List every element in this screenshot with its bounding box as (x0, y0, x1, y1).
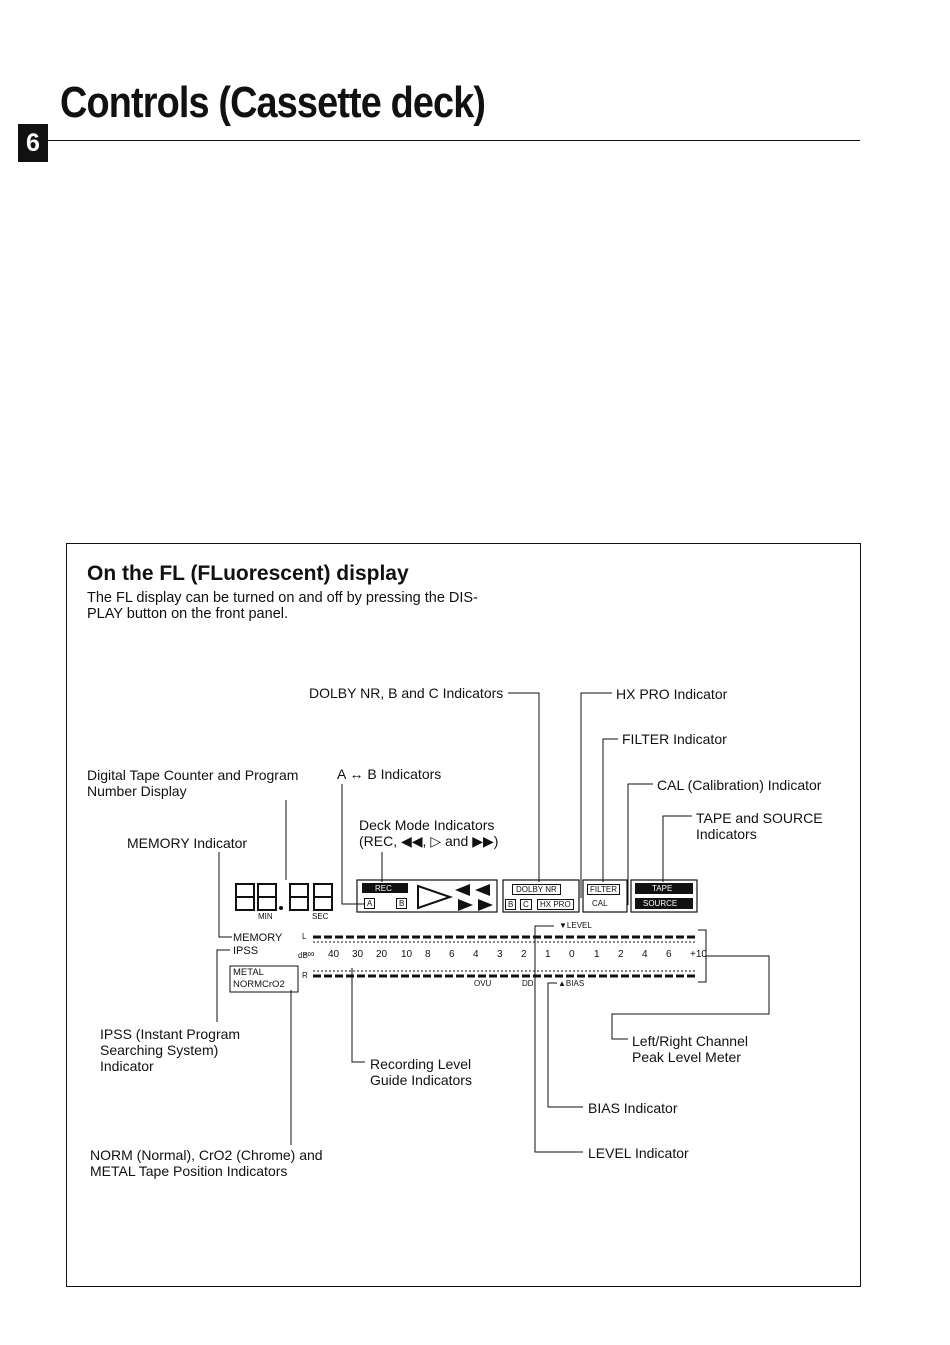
display-db-label: dB (298, 951, 308, 960)
display-dolby-symbol: DD (522, 979, 534, 988)
meter-scale-label: 4 (642, 949, 648, 960)
display-metal-norm: METAL NORMCrO2 (233, 967, 285, 990)
section-heading: On the FL (FLuorescent) display (87, 562, 409, 585)
meter-scale-label: 10 (401, 949, 413, 960)
meter-scale-label: 20 (376, 949, 388, 960)
counter-callout: Digital Tape Counter and Program Number … (87, 767, 299, 799)
meter-scale-label: 2 (618, 949, 624, 960)
deck-mode-callout: Deck Mode Indicators (REC, ◀◀, ▷ and ▶▶) (359, 817, 499, 849)
display-dolby-nr: DOLBY NR (512, 884, 561, 895)
title-rule (48, 140, 860, 141)
meter-scale-label: 2 (521, 949, 527, 960)
display-cal: CAL (592, 899, 608, 908)
tape-position-callout: NORM (Normal), CrO2 (Chrome) and METAL T… (90, 1147, 323, 1179)
meter-scale-label: -∞ (304, 949, 315, 960)
display-b: B (396, 898, 408, 909)
page-number-badge: 6 (18, 124, 48, 162)
memory-callout: MEMORY Indicator (127, 835, 248, 851)
meter-scale-label: +10 (690, 949, 707, 960)
meter-scale-label: 6 (449, 949, 455, 960)
display-hx-pro: HX PRO (537, 899, 574, 910)
filter-callout: FILTER Indicator (622, 731, 727, 747)
section-intro: The FL display can be turned on and off … (87, 590, 478, 622)
display-ovu: OVU (474, 979, 492, 988)
display-b-small: B (505, 899, 517, 910)
level-callout: LEVEL Indicator (588, 1145, 689, 1161)
meter-scale-label: 1 (594, 949, 600, 960)
display-filter: FILTER (587, 884, 620, 895)
dolby-callout: DOLBY NR, B and C Indicators (309, 685, 504, 701)
display-ipss: IPSS (233, 945, 259, 957)
ab-callout: A ↔ B Indicators (337, 766, 442, 782)
page-title: Controls (Cassette deck) (60, 78, 486, 127)
recording-level-callout: Recording Level Guide Indicators (370, 1056, 472, 1088)
display-bias-tick: ▲BIAS (558, 979, 585, 988)
meter-scale-label: 3 (497, 949, 503, 960)
display-min-label: MIN (258, 912, 273, 921)
display-tape: TAPE (652, 884, 673, 893)
hx-pro-callout: HX PRO Indicator (616, 686, 728, 702)
cal-callout: CAL (Calibration) Indicator (657, 777, 822, 793)
tape-source-callout: TAPE and SOURCE Indicators (696, 810, 823, 842)
display-c-small: C (520, 899, 532, 910)
bias-callout: BIAS Indicator (588, 1100, 678, 1116)
meter-scale-label: 0 (569, 949, 575, 960)
meter-scale-label: 1 (545, 949, 551, 960)
display-channel-r: R (302, 971, 308, 980)
peak-meter-callout: Left/Right Channel Peak Level Meter (632, 1033, 748, 1065)
meter-scale-label: 4 (473, 949, 479, 960)
display-a: A (364, 898, 376, 909)
display-rec: REC (375, 884, 392, 893)
display-channel-l: L (302, 932, 307, 941)
display-level-tick: ▼LEVEL (559, 921, 592, 930)
display-source: SOURCE (643, 899, 678, 908)
meter-scale-label: 6 (666, 949, 672, 960)
meter-scale-label: 40 (328, 949, 340, 960)
meter-scale-label: 30 (352, 949, 364, 960)
fl-display-panel (66, 543, 861, 1287)
display-sec-label: SEC (312, 912, 329, 921)
display-memory: MEMORY (233, 932, 283, 944)
ipss-callout: IPSS (Instant Program Searching System) … (100, 1026, 241, 1074)
meter-scale-label: 8 (425, 949, 431, 960)
